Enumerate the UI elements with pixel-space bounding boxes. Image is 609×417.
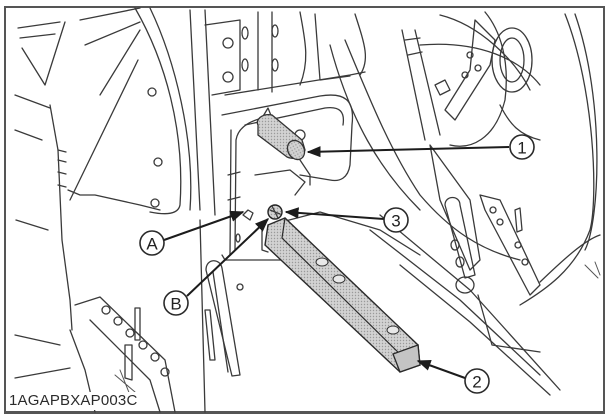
- left-fender-lines: [14, 21, 96, 413]
- leader-b: [186, 218, 270, 297]
- right-lower-links: [369, 144, 601, 396]
- callout-2: 2: [464, 368, 490, 394]
- svg-text:A: A: [146, 235, 158, 254]
- svg-text:2: 2: [472, 373, 481, 392]
- drawbar: [264, 217, 421, 373]
- figure-code-label: 1AGAPBXAP003C: [9, 392, 141, 410]
- axle-housing: [57, 7, 192, 215]
- svg-text:3: 3: [391, 212, 400, 231]
- callout-3: 3: [383, 207, 409, 233]
- callout-1: 1: [509, 134, 535, 160]
- leader-1: [306, 146, 510, 158]
- svg-text:1: 1: [517, 139, 526, 158]
- leader-3: [284, 207, 385, 220]
- bolt-nut: [261, 204, 283, 253]
- center-frame: [189, 9, 367, 216]
- hole-a-pin: [235, 209, 254, 243]
- rear-tire: [329, 11, 598, 306]
- leader-lines: [163, 146, 510, 379]
- drawbar-pin: [256, 114, 306, 161]
- hub-and-top-link: [401, 19, 533, 141]
- svg-text:B: B: [170, 295, 181, 314]
- callout-b: B: [163, 290, 189, 316]
- leader-2: [416, 360, 466, 379]
- lower-left-lift-arm: [74, 296, 176, 413]
- leader-a: [163, 210, 245, 241]
- callout-a: A: [139, 230, 165, 256]
